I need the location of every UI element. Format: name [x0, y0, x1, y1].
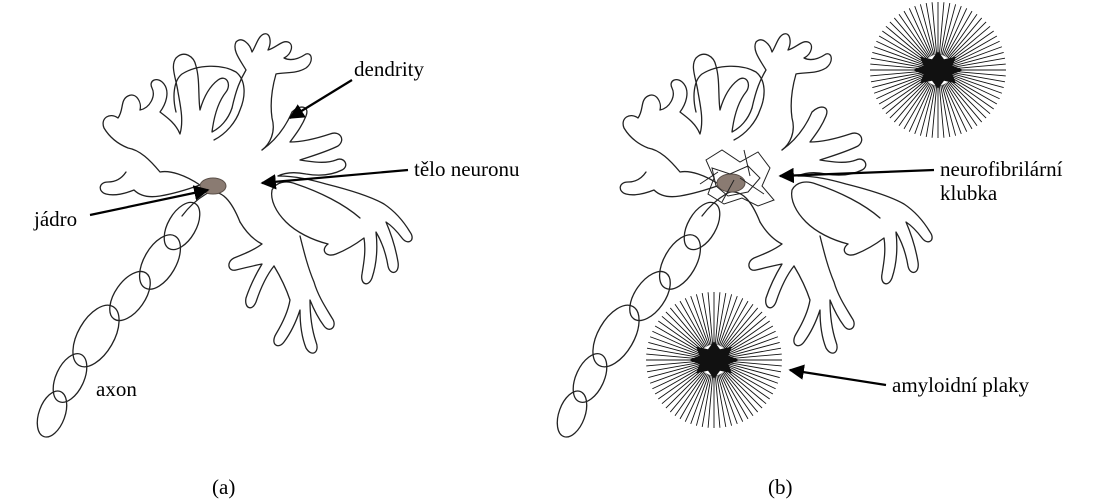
plaque-ray — [691, 296, 709, 345]
plaque-ray — [650, 337, 699, 355]
plaque-ray — [943, 6, 961, 55]
caption-b: (b) — [768, 475, 793, 499]
caption-a: (a) — [212, 475, 235, 499]
plaque-ray — [691, 374, 709, 423]
plaque-ray — [728, 365, 777, 383]
plaque-ray — [650, 365, 699, 383]
plaque-core — [913, 51, 964, 88]
plaque-ray — [719, 296, 737, 345]
label-klubka: klubka — [940, 181, 998, 205]
label-dendrity: dendrity — [354, 57, 424, 81]
label-telo-neuronu: tělo neuronu — [414, 157, 520, 181]
arrow-amyloid — [790, 370, 886, 385]
plaque-ray — [728, 337, 777, 355]
plaque-ray — [874, 75, 923, 93]
arrow-neurofibrilarni — [780, 170, 934, 176]
label-axon: axon — [96, 377, 137, 401]
plaque-ray — [943, 84, 961, 133]
plaque-core — [689, 341, 740, 378]
label-neurofibrilarni: neurofibrilární — [940, 157, 1063, 181]
nucleus-b — [717, 174, 745, 192]
amyloid-plaque-bottom — [646, 292, 782, 428]
plaque-ray — [952, 75, 1001, 93]
arrow-dendrity — [290, 80, 352, 118]
plaque-ray — [719, 374, 737, 423]
label-amyloid-plaky: amyloidní plaky — [892, 373, 1030, 397]
plaque-ray — [915, 6, 933, 55]
plaque-ray — [915, 84, 933, 133]
amyloid-plaque-top — [870, 2, 1006, 138]
plaque-ray — [874, 47, 923, 65]
plaque-ray — [952, 47, 1001, 65]
neuron-a — [32, 34, 413, 441]
label-jadro: jádro — [33, 207, 77, 231]
